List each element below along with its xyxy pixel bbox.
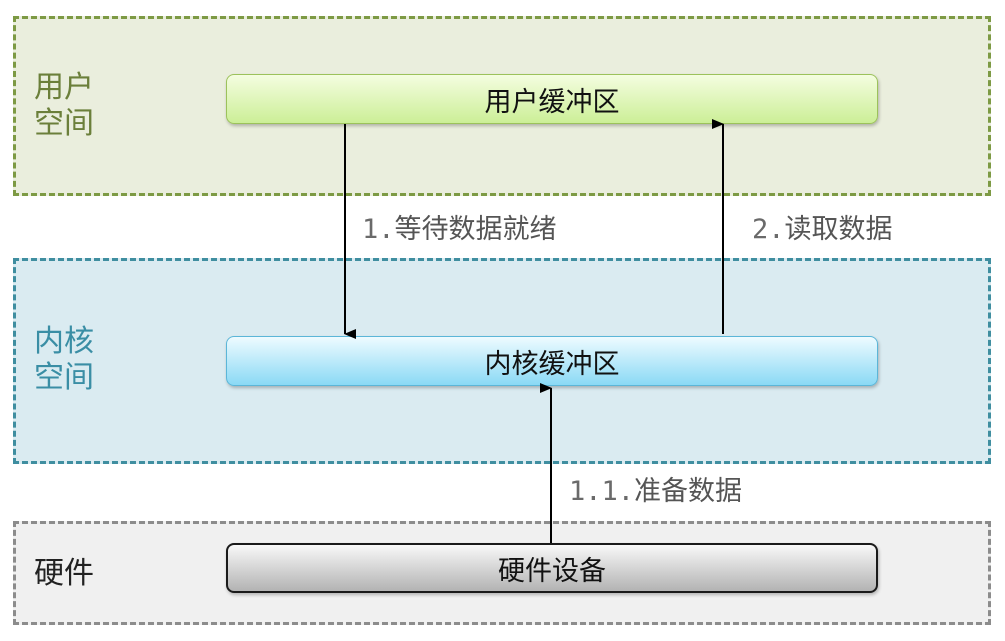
wait-for-data-text: 等待数据就绪 (394, 214, 557, 245)
prepare-data-text: 准备数据 (634, 476, 743, 507)
kernel-space-label: 内核 空间 (34, 324, 94, 395)
prepare-data-number: 1.1. (569, 476, 635, 507)
read-data-text: 读取数据 (784, 214, 893, 245)
wait-for-data-label: 1.等待数据就绪 (362, 214, 557, 246)
wait-for-data-number: 1. (362, 214, 395, 245)
prepare-data-label: 1.1.准备数据 (569, 476, 742, 508)
kernel-buffer-label: 内核缓冲区 (484, 348, 620, 380)
hardware-label: 硬件 (34, 556, 94, 591)
read-data-number: 2. (752, 214, 785, 245)
read-data-label: 2.读取数据 (752, 214, 893, 246)
hardware-device-label: 硬件设备 (498, 555, 606, 587)
kernel-buffer-box: 内核缓冲区 (226, 336, 878, 386)
user-buffer-box: 用户缓冲区 (226, 74, 878, 124)
user-space-label: 用户 空间 (34, 70, 94, 141)
user-buffer-label: 用户缓冲区 (484, 86, 620, 118)
hardware-device-box: 硬件设备 (226, 543, 878, 593)
